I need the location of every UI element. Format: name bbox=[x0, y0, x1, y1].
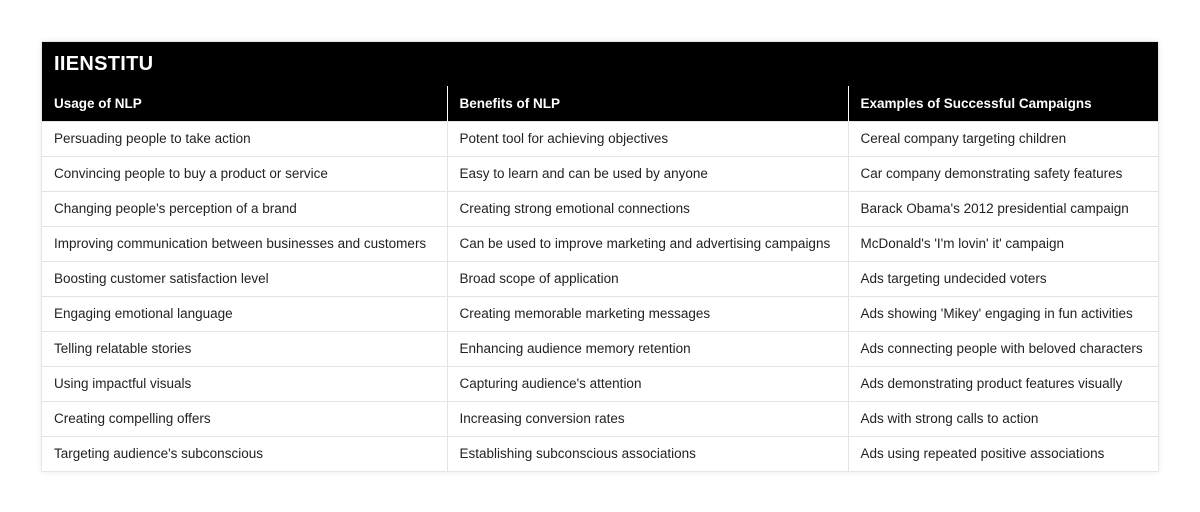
cell-benefit: Capturing audience's attention bbox=[446, 365, 848, 401]
cell-example: Car company demonstrating safety feature… bbox=[847, 155, 1158, 191]
table-row: Engaging emotional language Creating mem… bbox=[42, 295, 1158, 331]
cell-benefit: Enhancing audience memory retention bbox=[446, 330, 848, 366]
cell-benefit: Broad scope of application bbox=[446, 260, 848, 296]
cell-example: Ads with strong calls to action bbox=[847, 400, 1158, 436]
cell-usage: Persuading people to take action bbox=[42, 120, 447, 156]
table-row: Boosting customer satisfaction level Bro… bbox=[42, 260, 1158, 296]
nlp-table: Usage of NLP Benefits of NLP Examples of… bbox=[42, 86, 1158, 471]
brand-title: IIENSTITU bbox=[42, 42, 1158, 86]
cell-usage: Changing people's perception of a brand bbox=[42, 190, 447, 226]
table-header: Usage of NLP Benefits of NLP Examples of… bbox=[42, 86, 1158, 121]
cell-usage: Boosting customer satisfaction level bbox=[42, 260, 447, 296]
cell-benefit: Creating memorable marketing messages bbox=[446, 295, 848, 331]
table-row: Persuading people to take action Potent … bbox=[42, 120, 1158, 156]
cell-usage: Creating compelling offers bbox=[42, 400, 447, 436]
cell-usage: Convincing people to buy a product or se… bbox=[42, 155, 447, 191]
cell-example: McDonald's 'I'm lovin' it' campaign bbox=[847, 225, 1158, 261]
column-header-usage: Usage of NLP bbox=[42, 86, 447, 121]
table-row: Changing people's perception of a brand … bbox=[42, 190, 1158, 226]
cell-usage: Engaging emotional language bbox=[42, 295, 447, 331]
table-row: Improving communication between business… bbox=[42, 225, 1158, 261]
nlp-table-card: IIENSTITU Usage of NLP Benefits of NLP E… bbox=[41, 41, 1159, 472]
cell-example: Ads connecting people with beloved chara… bbox=[847, 330, 1158, 366]
cell-benefit: Easy to learn and can be used by anyone bbox=[446, 155, 848, 191]
cell-usage: Improving communication between business… bbox=[42, 225, 447, 261]
cell-example: Ads targeting undecided voters bbox=[847, 260, 1158, 296]
table-row: Using impactful visuals Capturing audien… bbox=[42, 365, 1158, 401]
cell-example: Cereal company targeting children bbox=[847, 120, 1158, 156]
table-row: Creating compelling offers Increasing co… bbox=[42, 400, 1158, 436]
cell-example: Ads using repeated positive associations bbox=[847, 435, 1158, 471]
table-row: Convincing people to buy a product or se… bbox=[42, 155, 1158, 191]
table-row: Targeting audience's subconscious Establ… bbox=[42, 435, 1158, 471]
cell-example: Barack Obama's 2012 presidential campaig… bbox=[847, 190, 1158, 226]
cell-example: Ads demonstrating product features visua… bbox=[847, 365, 1158, 401]
table-body: Persuading people to take action Potent … bbox=[42, 120, 1158, 471]
cell-usage: Targeting audience's subconscious bbox=[42, 435, 447, 471]
column-header-examples: Examples of Successful Campaigns bbox=[847, 86, 1158, 121]
cell-usage: Using impactful visuals bbox=[42, 365, 447, 401]
cell-usage: Telling relatable stories bbox=[42, 330, 447, 366]
cell-benefit: Establishing subconscious associations bbox=[446, 435, 848, 471]
cell-example: Ads showing 'Mikey' engaging in fun acti… bbox=[847, 295, 1158, 331]
header-row: Usage of NLP Benefits of NLP Examples of… bbox=[42, 86, 1158, 121]
cell-benefit: Can be used to improve marketing and adv… bbox=[446, 225, 848, 261]
cell-benefit: Increasing conversion rates bbox=[446, 400, 848, 436]
column-header-benefits: Benefits of NLP bbox=[446, 86, 848, 121]
table-row: Telling relatable stories Enhancing audi… bbox=[42, 330, 1158, 366]
cell-benefit: Potent tool for achieving objectives bbox=[446, 120, 848, 156]
cell-benefit: Creating strong emotional connections bbox=[446, 190, 848, 226]
